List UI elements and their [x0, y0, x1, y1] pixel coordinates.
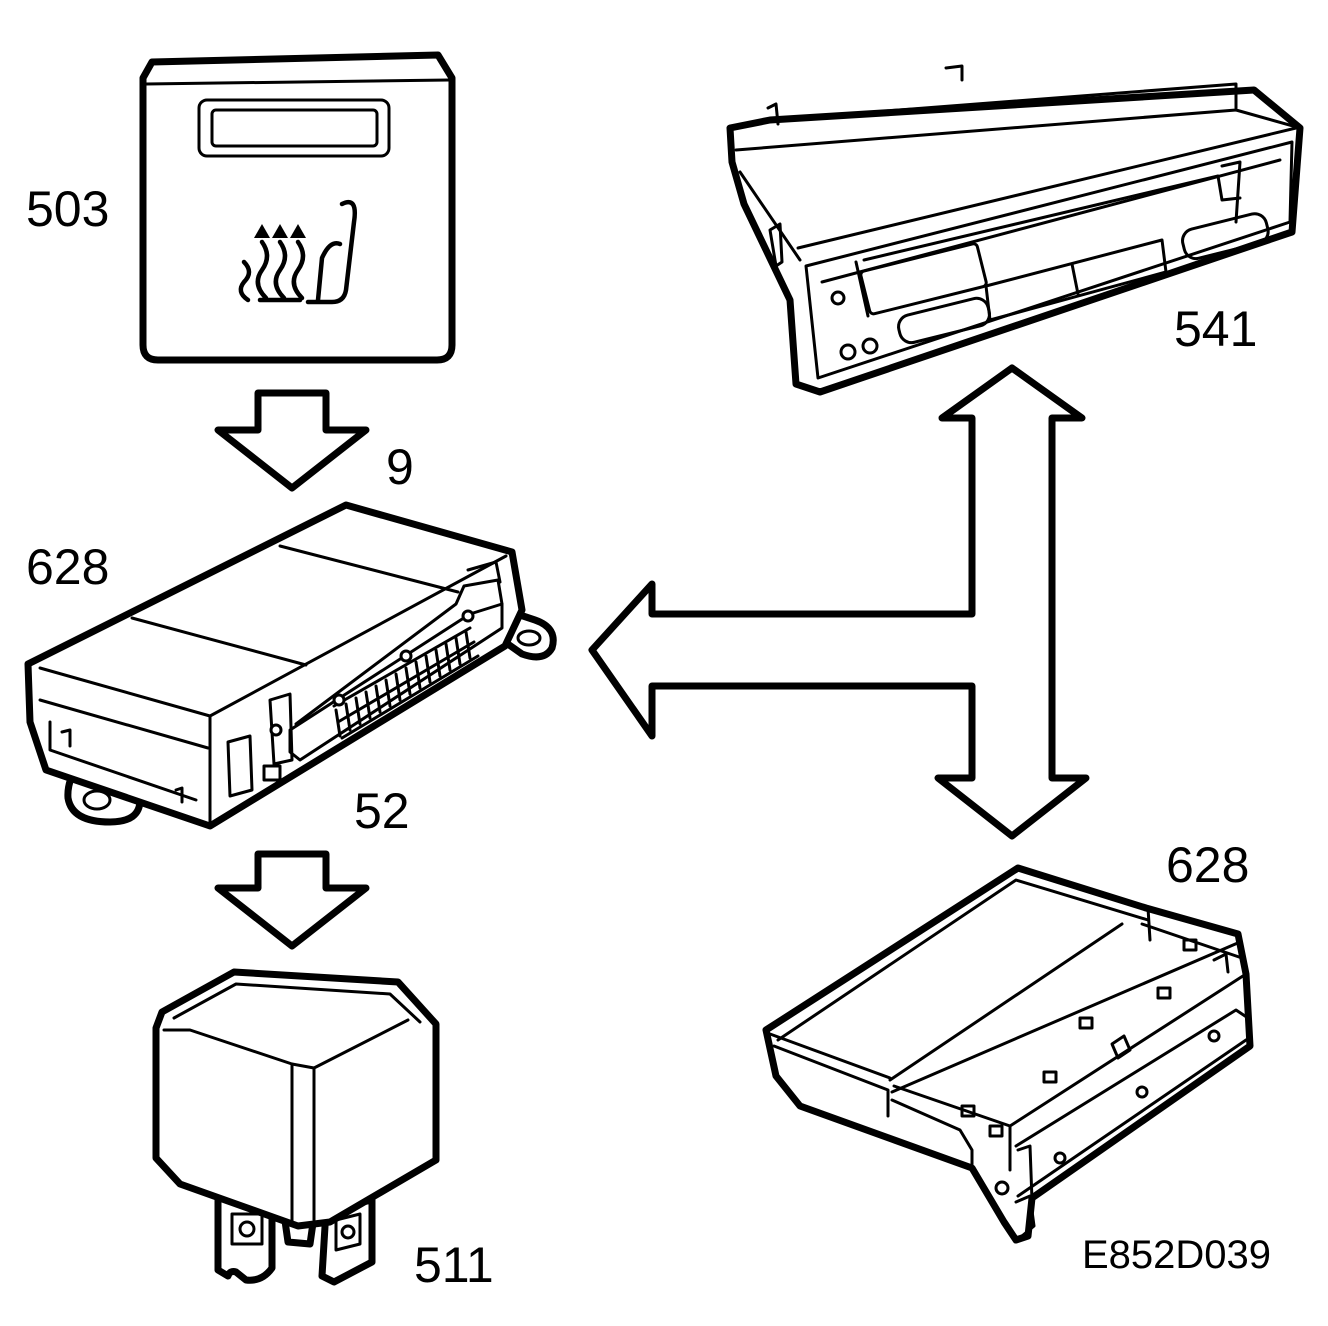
relay — [152, 968, 440, 1286]
figure-code: E852D039 — [1082, 1233, 1271, 1277]
information-display — [726, 64, 1304, 396]
connector-pins — [334, 630, 472, 738]
arrow-module-to-relay — [214, 850, 370, 950]
heated-seat-switch — [139, 51, 456, 364]
label-628-left: 628 — [26, 539, 109, 595]
label-503: 503 — [26, 181, 109, 237]
label-511: 511 — [414, 1237, 494, 1293]
label-52: 52 — [354, 783, 410, 839]
label-9: 9 — [386, 439, 414, 495]
control-module-left — [24, 501, 557, 830]
bus-arrow — [588, 364, 1090, 840]
label-541: 541 — [1174, 301, 1257, 357]
heated-seat-icon — [238, 199, 357, 305]
label-628-right: 628 — [1166, 837, 1249, 893]
arrow-switch-to-module — [214, 389, 370, 492]
control-module-right — [762, 864, 1254, 1244]
